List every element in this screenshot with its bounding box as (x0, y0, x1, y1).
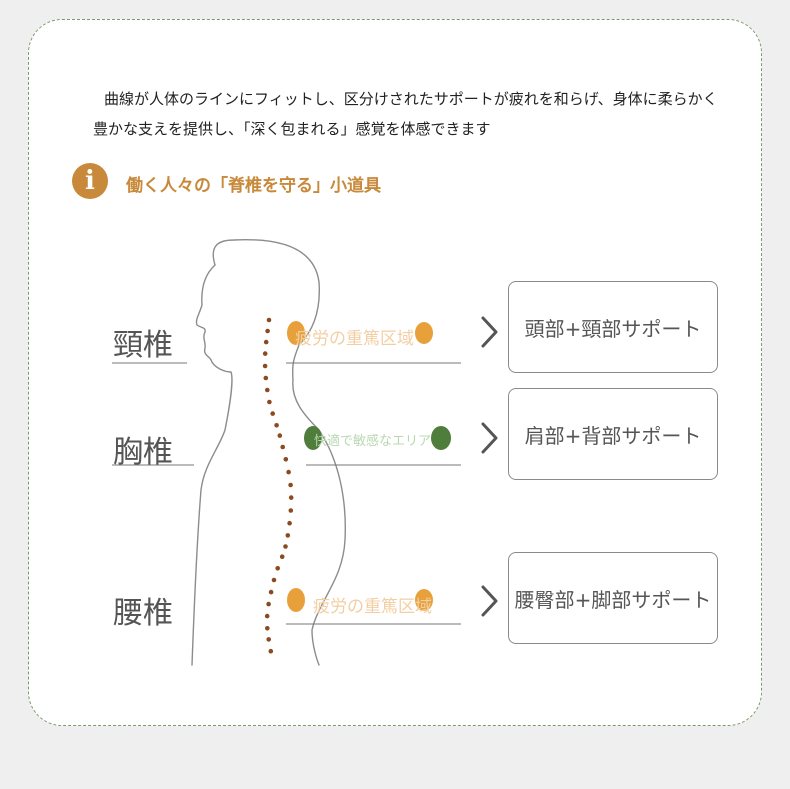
front-outline (191, 264, 233, 666)
spine-dot (267, 399, 272, 405)
intro-line-1: 曲線が人体のラインにフィットし、区分けされたサポートが疲れを和らげ、身体に柔らか… (104, 90, 718, 108)
chevron-right-icon (481, 422, 498, 454)
zone-text-cervical: 疲労の重篤区域 (295, 329, 414, 349)
region-label-cervical: 頸椎 (113, 328, 173, 363)
spine-dot (270, 411, 275, 416)
body-silhouette-illustration (112, 238, 498, 666)
zone-blob-thoracic-left (304, 426, 322, 450)
spine-dot (274, 423, 279, 428)
spine-dot (263, 339, 269, 345)
support-box-head-neck: 頭部+頸部サポート (508, 281, 718, 373)
info-title: 働く人々の「脊椎を守る」小道具 (126, 176, 381, 196)
zone-blob-cervical-left (287, 321, 305, 345)
spine-dot (288, 482, 293, 488)
spine-dot (285, 533, 291, 538)
spine-dot (264, 613, 270, 619)
zone-text-thoracic: 快適で敏感なエリア (314, 434, 432, 449)
spine-dot (263, 375, 269, 381)
chevron-right-icon (481, 316, 498, 348)
zone-blob-cervical-right (415, 322, 433, 344)
back-outline (212, 238, 346, 666)
spine-dot (265, 387, 270, 393)
zone-blob-thoracic-right (431, 426, 451, 450)
spine-dots (262, 317, 294, 654)
spine-dot (266, 601, 271, 607)
spine-dot (283, 457, 289, 462)
spine-dot (268, 648, 274, 654)
intro-text: 曲線が人体のラインにフィットし、区分けされたサポートが疲れを和らげ、身体に柔らか… (93, 84, 761, 144)
spine-dot (277, 433, 283, 438)
spine-dot (271, 577, 277, 583)
zone-text-lumbar: 疲労の重篤区域 (313, 597, 432, 617)
spine-dot (286, 469, 291, 475)
spine-dot (288, 508, 294, 513)
spine-dot (262, 363, 268, 369)
support-label: 肩部+背部サポート (524, 423, 702, 448)
spine-dot (288, 495, 294, 500)
spine-dot (266, 637, 271, 642)
spine-dot (283, 544, 288, 549)
support-label: 腰臀部+脚部サポート (514, 587, 712, 612)
intro-line-2: 豊かな支えを提供し、「深く包まれる」感覚を体感できます (93, 120, 491, 138)
region-label-thoracic: 胸椎 (113, 435, 173, 470)
zone-markers (287, 321, 451, 612)
support-box-waist-legs: 腰臀部+脚部サポート (508, 552, 718, 644)
support-box-shoulder-back: 肩部+背部サポート (508, 388, 718, 480)
zone-blob-lumbar-right (415, 589, 433, 611)
support-label: 頭部+頸部サポート (524, 316, 702, 341)
spine-dot (266, 317, 272, 323)
zone-blob-lumbar-left (287, 588, 305, 612)
spine-dot (262, 351, 268, 356)
product-card: 曲線が人体のラインにフィットし、区分けされたサポートが疲れを和らげ、身体に柔らか… (28, 19, 762, 726)
spine-dot (280, 444, 285, 450)
spine-dot (265, 626, 270, 631)
info-icon: i (72, 163, 108, 199)
region-label-lumbar: 腰椎 (113, 596, 173, 631)
spine-dot (287, 520, 292, 526)
spine-dot (265, 328, 270, 334)
spine-dot (275, 566, 280, 571)
spine-dot (279, 554, 285, 559)
chevron-right-icon (481, 585, 498, 617)
spine-dot (268, 589, 274, 595)
